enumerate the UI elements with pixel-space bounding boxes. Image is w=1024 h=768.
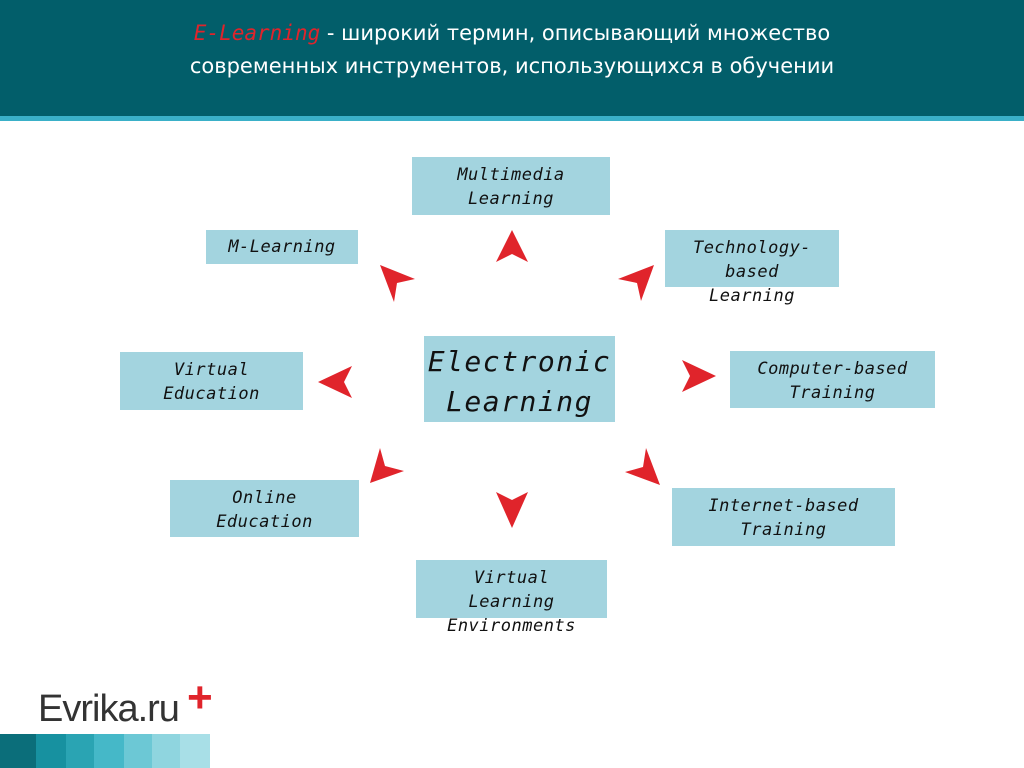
header-line-1: E-Learning - широкий термин, описывающий… [0,16,1024,50]
center-node-electronic-learning: Electronic Learning [424,336,615,422]
node-virtual-education: Virtual Education [120,352,303,410]
arrow-to-mlearning [380,265,415,302]
footer-stripe [66,734,94,768]
header-line-2: современных инструментов, использующихся… [189,54,835,78]
footer-stripe [152,734,180,768]
node-technology-based-learning: Technology- based Learning [665,230,839,306]
node-multimedia-learning: Multimedia Learning [412,157,610,215]
slide-header: E-Learning - широкий термин, описывающий… [0,0,1024,116]
header-accent-term: E-Learning [193,21,321,45]
node-virtual-learning-environments: Virtual Learning Environments [416,560,607,636]
header-rule [0,116,1024,121]
arrow-to-virtual-education [318,366,352,398]
footer-stripe [180,734,210,768]
arrow-to-internet [625,448,660,485]
logo-text: Evrika.ru [38,688,180,730]
footer-stripe [124,734,152,768]
arrow-to-multimedia [496,230,528,262]
footer-stripe [0,734,36,768]
node-online-education: Online Education [170,480,359,537]
logo-plus-icon: + [187,673,213,722]
arrow-to-technology [618,265,654,301]
footer-stripe [36,734,66,768]
footer-stripe [94,734,124,768]
arrow-to-online [370,448,404,483]
node-computer-based-training: Computer-based Training [730,351,935,408]
node-internet-based-training: Internet-based Training [672,488,895,546]
node-m-learning: M-Learning [206,230,358,264]
arrow-to-computer [682,360,716,392]
arrow-to-vle [496,492,528,528]
header-line-1-text: - широкий термин, описывающий множество [320,21,831,45]
